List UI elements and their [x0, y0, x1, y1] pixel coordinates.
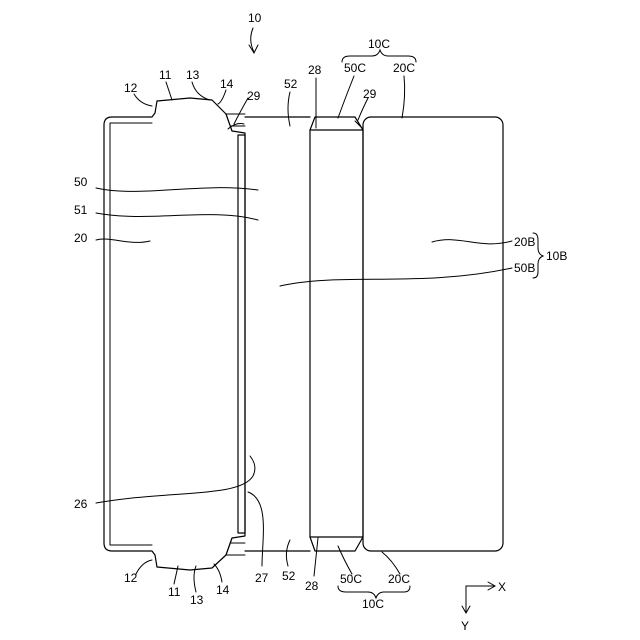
- label-10b: 10B: [546, 249, 567, 263]
- leader-26: [96, 456, 255, 503]
- label-13-bottom: 13: [190, 593, 204, 607]
- label-27: 27: [255, 571, 269, 585]
- leader-29-left: [234, 98, 248, 124]
- leader-12-bottom: [136, 560, 152, 574]
- label-11-bottom: 11: [168, 585, 181, 599]
- label-10: 10: [248, 11, 262, 25]
- label-12-bottom: 12: [124, 571, 138, 585]
- bottom-tab-detail: [226, 538, 245, 555]
- left-sheet-inner-edge: [110, 123, 152, 545]
- fold-strip: [238, 135, 245, 533]
- leader-27: [248, 492, 263, 566]
- notch-29-right: [355, 121, 363, 129]
- label-52-bottom: 52: [282, 569, 296, 583]
- label-10c-bottom: 10C: [362, 597, 384, 611]
- label-20c-bottom: 20C: [388, 572, 410, 586]
- wave-50: [96, 188, 258, 192]
- label-29-right: 29: [363, 87, 377, 101]
- label-20c-top: 20C: [393, 61, 415, 75]
- label-29-left: 29: [247, 89, 261, 103]
- label-20b: 20B: [514, 235, 535, 249]
- leader-11-top: [166, 82, 172, 100]
- leader-20c-top: [402, 76, 405, 118]
- label-10c-top: 10C: [368, 37, 390, 51]
- label-20: 20: [74, 231, 88, 245]
- leader-14-bottom: [214, 564, 222, 582]
- label-52-top: 52: [284, 77, 298, 91]
- label-50b: 50B: [514, 261, 535, 275]
- label-12-top: 12: [124, 81, 138, 95]
- label-50: 50: [74, 175, 88, 189]
- label-26: 26: [74, 497, 88, 511]
- y-axis-arrow: [462, 586, 470, 613]
- x-axis-label: X: [498, 580, 506, 594]
- right-sheet-outline: [363, 117, 503, 551]
- leader-14-top: [218, 90, 226, 104]
- label-11-top: 11: [159, 68, 172, 82]
- wave-20b: [432, 240, 512, 244]
- leader-29-right: [358, 98, 368, 120]
- y-axis-label: Y: [461, 619, 469, 633]
- joint-strip-28: [310, 130, 363, 537]
- leader-50c-bottom: [338, 546, 352, 574]
- strip-28-top-chamfer: [310, 117, 363, 130]
- wave-51: [96, 213, 258, 220]
- label-28-top: 28: [308, 63, 322, 77]
- leader-13-top: [192, 82, 210, 100]
- arrowhead-10: [249, 45, 258, 53]
- label-50c-bottom: 50C: [340, 572, 362, 586]
- leader-20c-bottom: [382, 552, 400, 574]
- leader-28-bottom: [314, 538, 318, 576]
- wave-50b: [280, 268, 512, 286]
- x-axis-arrow: [466, 582, 495, 590]
- label-14-top: 14: [220, 77, 234, 91]
- label-28-bottom: 28: [305, 579, 319, 593]
- leader-52-bottom: [286, 540, 290, 566]
- leader-12-top: [134, 94, 152, 106]
- label-14-bottom: 14: [216, 583, 230, 597]
- label-50c-top: 50C: [344, 61, 366, 75]
- leader-50c-top: [338, 76, 354, 118]
- label-13-top: 13: [186, 68, 200, 82]
- label-51: 51: [74, 203, 88, 217]
- leader-52-top: [288, 92, 290, 126]
